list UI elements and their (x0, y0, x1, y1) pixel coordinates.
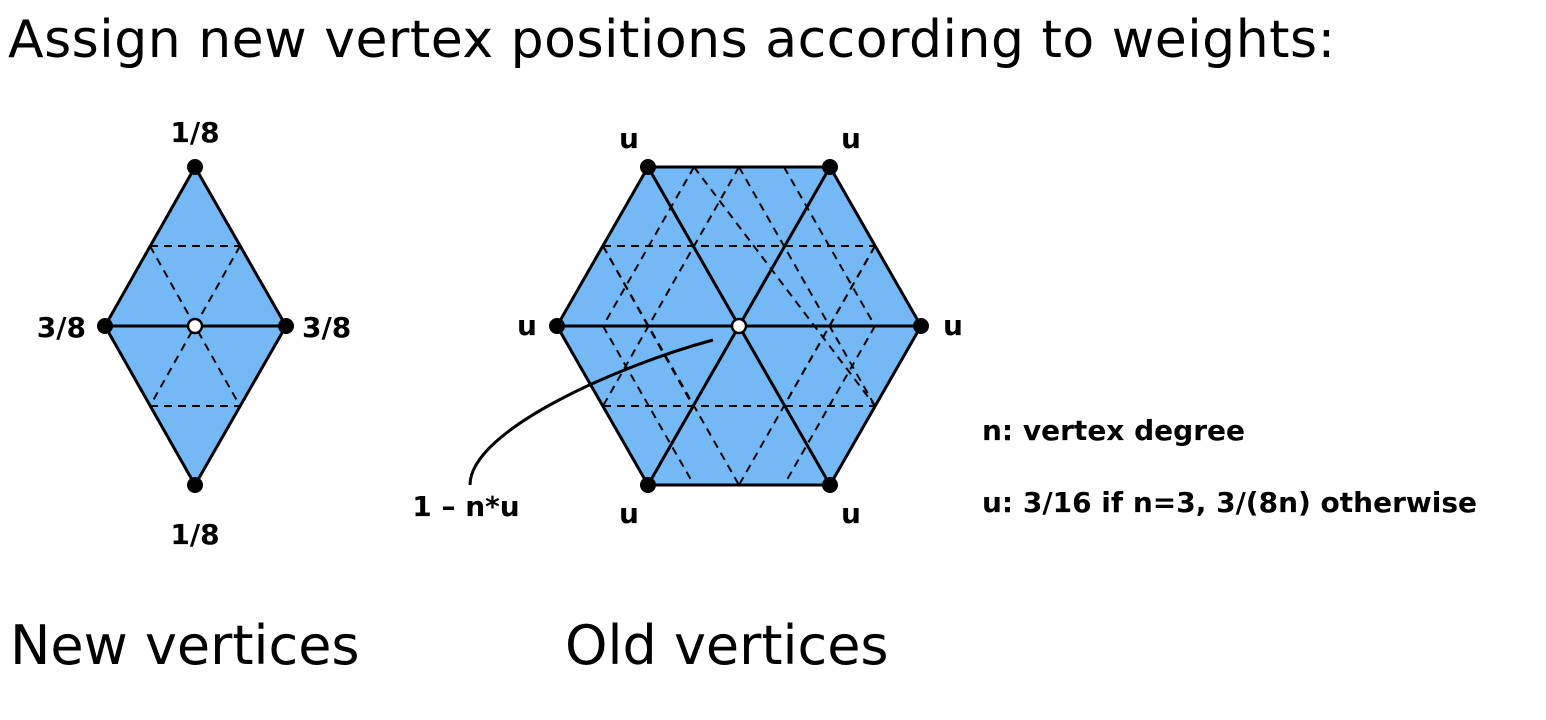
hex-vertex-bottom-right (822, 477, 838, 493)
hex-weight-top-left: u (619, 122, 639, 155)
diamond-vertex-right (278, 318, 294, 334)
weight-label-top: 1/8 (170, 116, 219, 149)
hex-vertex-bottom-left (640, 477, 656, 493)
hex-vertex-right (913, 318, 929, 334)
new-vertices-caption: New vertices (10, 614, 360, 677)
slide-title: Assign new vertex positions according to… (8, 10, 1336, 70)
weight-label-right: 3/8 (302, 311, 351, 344)
hex-weight-bottom-right: u (841, 497, 861, 530)
weight-label-left: 3/8 (37, 311, 86, 344)
center-weight-pointer (468, 338, 714, 486)
hex-vertex-top-right (822, 159, 838, 175)
hex-vertex-top-left (640, 159, 656, 175)
new-vertex-point (186, 317, 204, 335)
center-weight-label: 1 – n*u (412, 490, 520, 523)
diamond-vertex-top (187, 159, 203, 175)
hex-weight-left: u (517, 309, 537, 342)
diamond-vertex-left (97, 318, 113, 334)
diamond-vertex-bottom (187, 477, 203, 493)
new-vertex-diagram: 1/8 1/8 3/8 3/8 (37, 116, 351, 551)
degree-definition: n: vertex degree (982, 414, 1245, 447)
old-vertices-caption: Old vertices (565, 614, 889, 677)
hex-weight-top-right: u (841, 122, 861, 155)
old-vertex-diagram: u u u u u u 1 – n*u (412, 122, 963, 530)
old-vertex-point (730, 317, 748, 335)
hex-weight-bottom-left: u (619, 497, 639, 530)
u-definition: u: 3/16 if n=3, 3/(8n) otherwise (982, 486, 1478, 519)
hex-vertex-left (549, 318, 565, 334)
hex-weight-right: u (943, 309, 963, 342)
weight-label-bottom: 1/8 (170, 518, 219, 551)
